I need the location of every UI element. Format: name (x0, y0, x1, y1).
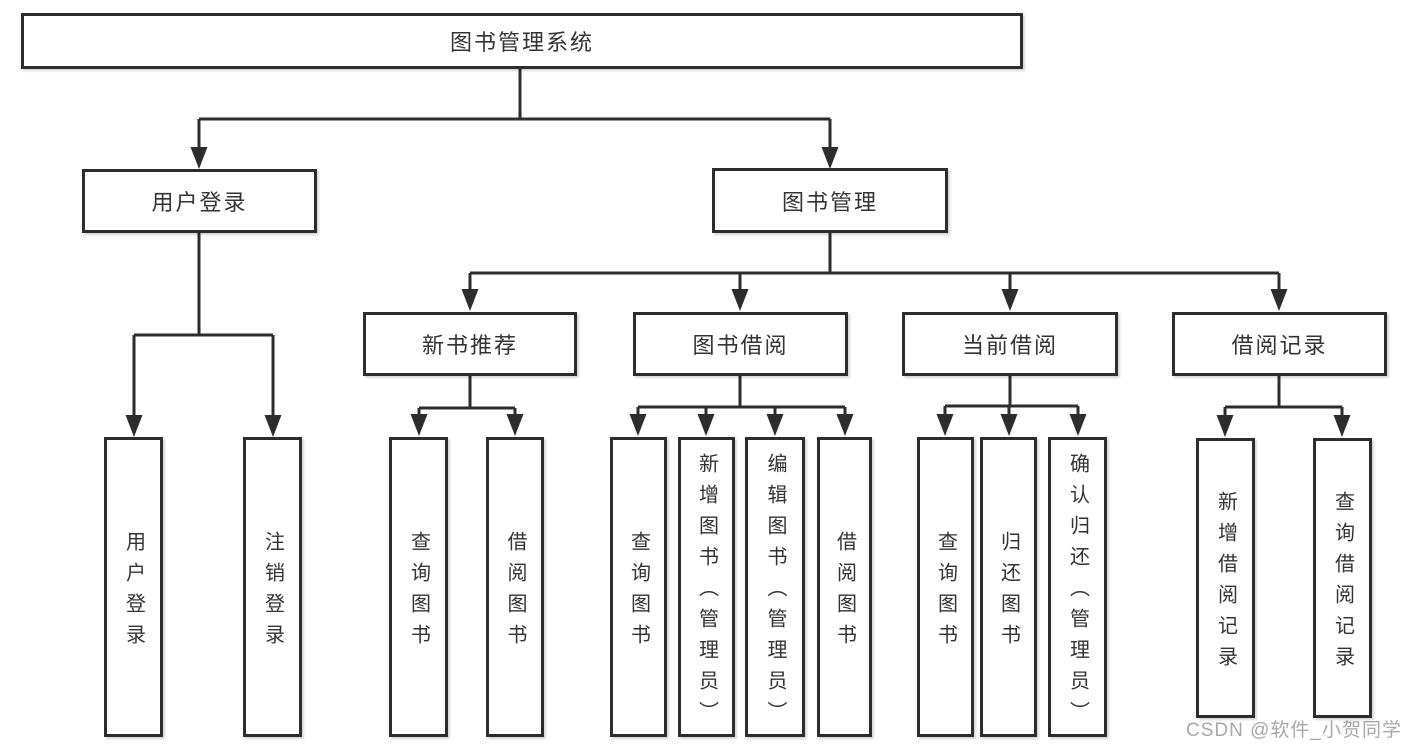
node-leaf-query-books-current: 查询图书 (917, 437, 974, 737)
node-label: 新增图书（管理员） (695, 453, 718, 732)
node-book-borrow: 图书借阅 (633, 312, 848, 376)
node-label: 借阅图书 (833, 530, 856, 655)
node-label: 用户登录 (151, 190, 248, 215)
node-leaf-logout: 注销登录 (243, 437, 302, 737)
node-book-management: 图书管理 (712, 168, 948, 233)
node-leaf-confirm-return-admin: 确认归还（管理员） (1048, 437, 1107, 737)
node-label: 查询图书 (627, 530, 650, 655)
node-leaf-add-borrow-record: 新增借阅记录 (1196, 438, 1255, 718)
node-leaf-add-books-admin: 新增图书（管理员） (678, 437, 735, 737)
node-label: 归还图书 (997, 530, 1020, 655)
node-label: 图书管理系统 (449, 30, 594, 55)
node-leaf-return-books: 归还图书 (980, 437, 1037, 737)
node-label: 查询图书 (934, 530, 957, 655)
node-new-book-recommend: 新书推荐 (363, 312, 577, 376)
node-borrow-records: 借阅记录 (1172, 312, 1387, 376)
node-label: 新书推荐 (421, 333, 518, 358)
node-leaf-user-login: 用户登录 (104, 437, 163, 737)
csdn-watermark: CSDN @软件_小贺同学 (1186, 720, 1402, 741)
node-leaf-query-books-recommend: 查询图书 (389, 437, 448, 737)
node-library-system: 图书管理系统 (21, 13, 1023, 69)
node-label: 用户登录 (122, 530, 145, 655)
node-current-borrow: 当前借阅 (902, 312, 1118, 376)
node-label: 图书借阅 (692, 333, 789, 358)
node-label: 当前借阅 (961, 333, 1058, 358)
node-user-login: 用户登录 (82, 169, 317, 233)
node-label: 借阅记录 (1231, 333, 1328, 358)
node-leaf-edit-books-admin: 编辑图书（管理员） (745, 437, 805, 737)
node-label: 图书管理 (781, 189, 878, 215)
node-label: 查询图书 (407, 530, 430, 655)
node-label: 注销登录 (261, 530, 284, 655)
node-leaf-borrow-books: 借阅图书 (817, 437, 872, 737)
node-label: 确认归还（管理员） (1066, 453, 1089, 732)
node-leaf-query-borrow-record: 查询借阅记录 (1313, 438, 1372, 718)
node-leaf-query-books-borrow: 查询图书 (610, 437, 667, 737)
node-label: 查询借阅记录 (1331, 490, 1354, 677)
node-label: 新增借阅记录 (1214, 490, 1237, 677)
node-label: 借阅图书 (504, 530, 526, 655)
node-leaf-borrow-books-recommend: 借阅图书 (486, 437, 544, 737)
node-label: 编辑图书（管理员） (764, 453, 786, 732)
